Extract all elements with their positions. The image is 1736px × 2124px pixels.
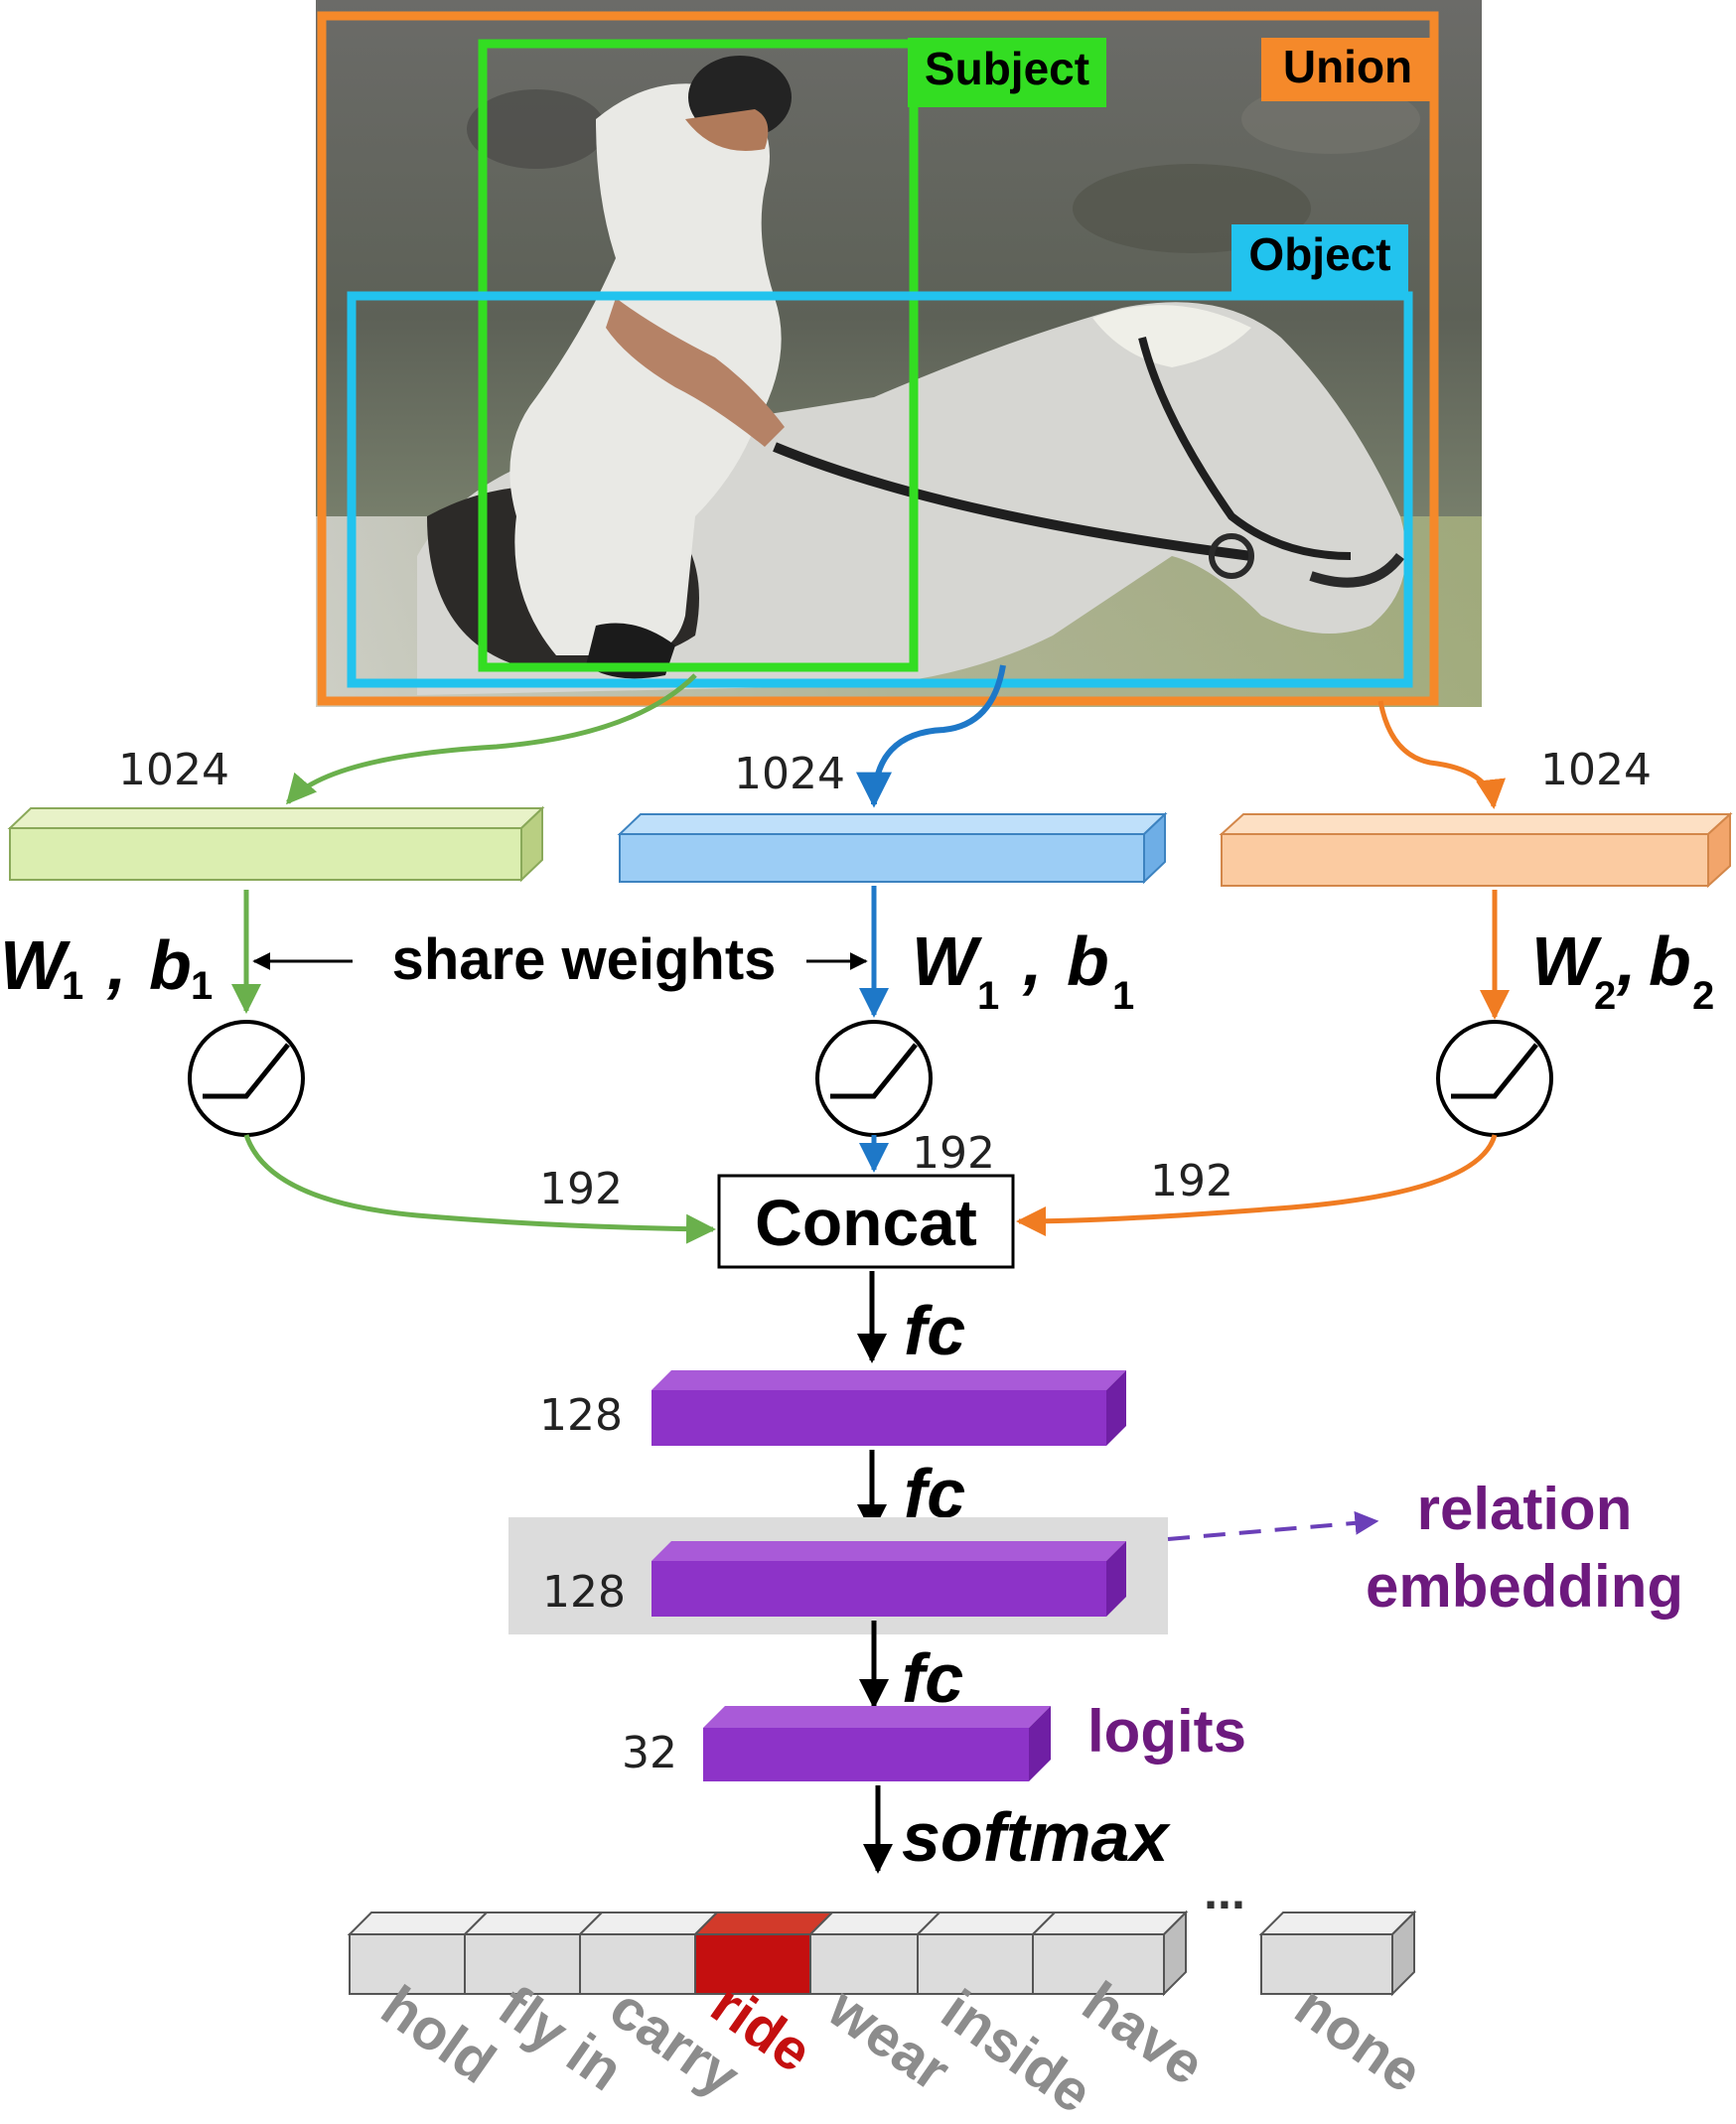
fc-layer-2 xyxy=(651,1541,1126,1617)
subject-feature-arrow xyxy=(286,673,697,805)
subject-feature-dim: 1024 xyxy=(118,745,229,795)
class-probability-cells xyxy=(347,1910,1417,1997)
subject-weights-label: W 1 , b 1 xyxy=(0,926,213,1008)
object-relu-out-dim: 192 xyxy=(912,1128,995,1179)
concat-node xyxy=(717,1174,1015,1269)
union-box-label: Union xyxy=(1283,41,1412,92)
svg-text:1: 1 xyxy=(191,964,213,1008)
class-cell-carry xyxy=(577,1912,720,1995)
svg-text:b: b xyxy=(1067,922,1109,1000)
svg-text:1: 1 xyxy=(62,964,83,1008)
union-box xyxy=(317,11,1439,706)
layer2-dim: 128 xyxy=(542,1567,626,1618)
union-feature-arrow xyxy=(1377,700,1506,809)
cells-ellipsis: ... xyxy=(1204,1864,1245,1919)
object-feature-dim: 1024 xyxy=(734,749,845,799)
subject-relu-out-dim: 192 xyxy=(539,1164,623,1214)
fc-label-1: fc xyxy=(904,1292,965,1369)
class-cell-ride xyxy=(692,1912,835,1995)
svg-text:2: 2 xyxy=(1692,974,1714,1018)
logits-label: logits xyxy=(1087,1698,1246,1765)
svg-text:W: W xyxy=(0,926,72,1004)
union-feature-bar xyxy=(1219,811,1733,889)
layer1-dim: 128 xyxy=(539,1390,623,1441)
svg-text:,: , xyxy=(1616,922,1636,1000)
union-weights-label: W 2 , b 2 xyxy=(1531,922,1714,1018)
object-feature-arrow xyxy=(856,664,1006,808)
softmax-label: softmax xyxy=(902,1798,1171,1876)
relation-embedding-label-line2: embedding xyxy=(1366,1553,1683,1620)
embedding-dashed-arrow xyxy=(1167,1510,1379,1541)
svg-text:W: W xyxy=(912,922,983,1000)
object-weights-label: W 1 , b 1 xyxy=(912,922,1134,1018)
subject-relu-node xyxy=(188,1020,305,1137)
union-to-concat-arrow xyxy=(1016,1134,1498,1236)
class-cell-none xyxy=(1258,1910,1417,1997)
share-weights-label: share weights xyxy=(392,927,777,992)
svg-text:b: b xyxy=(1649,922,1691,1000)
subject-to-concat-arrow xyxy=(243,1134,716,1244)
union-relu-node xyxy=(1436,1020,1553,1137)
layer3-dim: 32 xyxy=(622,1728,677,1778)
subject-feature-bar xyxy=(7,805,545,883)
svg-text:b: b xyxy=(149,926,192,1004)
object-relu-node xyxy=(815,1020,933,1137)
subject-box xyxy=(478,39,919,672)
concat-label: Concat xyxy=(755,1186,977,1259)
svg-text:1: 1 xyxy=(1112,974,1134,1018)
union-relu-out-dim: 192 xyxy=(1150,1156,1233,1206)
fc-layer-1 xyxy=(651,1370,1126,1446)
svg-text:,: , xyxy=(1022,922,1042,1000)
object-feature-bar xyxy=(617,811,1168,885)
subject-box-label: Subject xyxy=(925,43,1089,94)
fc-label-3: fc xyxy=(902,1639,963,1717)
svg-text:2: 2 xyxy=(1594,974,1616,1018)
svg-text:,: , xyxy=(106,926,126,1004)
relation-embedding-label-line1: relation xyxy=(1417,1476,1633,1542)
class-cell-have xyxy=(1030,1910,1189,1997)
class-cell-hold xyxy=(347,1912,490,1995)
svg-text:W: W xyxy=(1531,922,1603,1000)
class-cell-inside xyxy=(915,1912,1058,1995)
class-cell-wear xyxy=(807,1912,942,1995)
object-box xyxy=(347,291,1413,688)
union-feature-dim: 1024 xyxy=(1540,745,1652,795)
scene-photo xyxy=(316,0,1482,707)
svg-text:1: 1 xyxy=(977,974,999,1018)
logits-layer xyxy=(703,1706,1051,1781)
object-box-label: Object xyxy=(1248,228,1390,280)
